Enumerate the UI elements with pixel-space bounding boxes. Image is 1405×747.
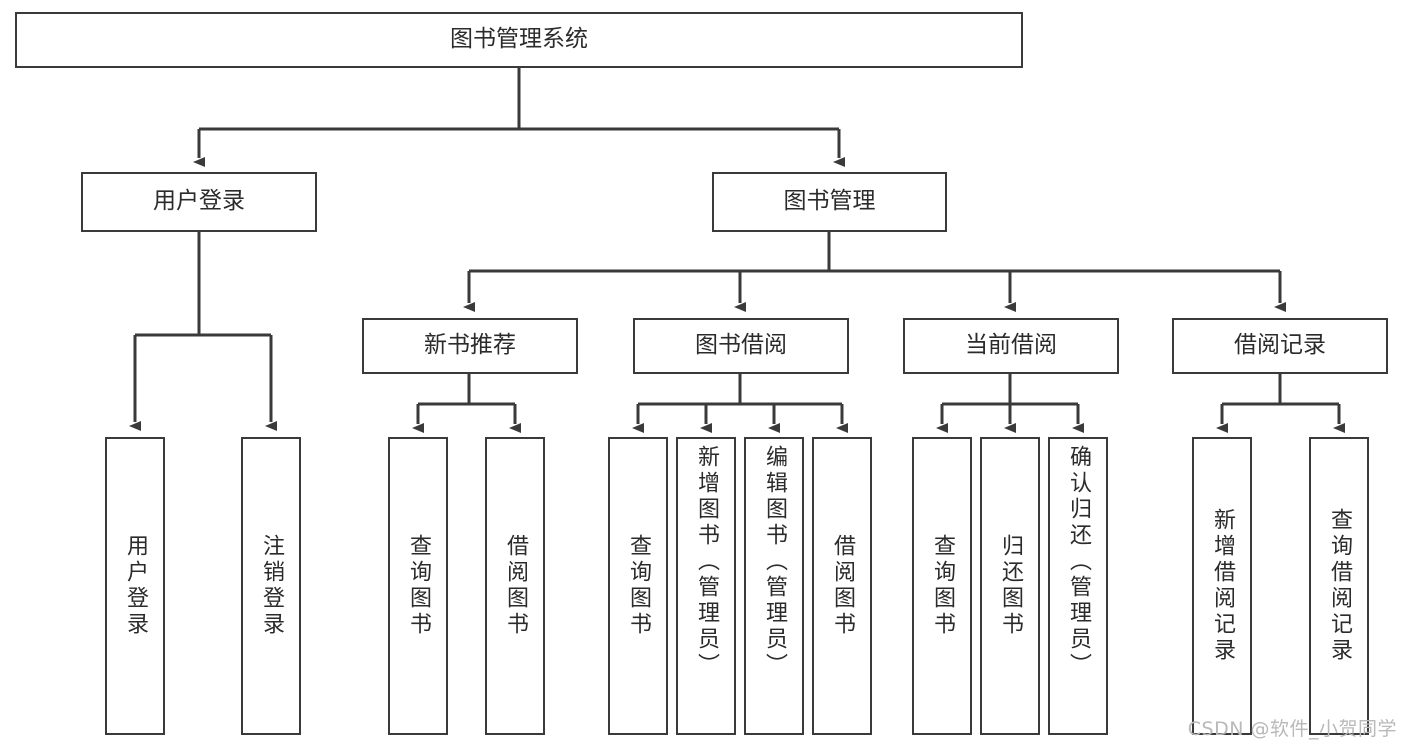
node-label: 借阅图书 xyxy=(830,534,855,638)
node-label: 查询图书 xyxy=(406,534,431,638)
leaf-logout-login[interactable]: 注销登录 xyxy=(241,437,301,735)
node-new-book-rec[interactable]: 新书推荐 xyxy=(362,318,578,374)
node-label: 查询图书 xyxy=(626,534,651,638)
leaf-add-borrow-record[interactable]: 新增借阅记录 xyxy=(1192,437,1252,735)
node-label: 查询图书 xyxy=(930,534,955,638)
node-current-borrow[interactable]: 当前借阅 xyxy=(903,318,1119,374)
node-root-system[interactable]: 图书管理系统 xyxy=(15,12,1023,68)
leaf-borrow-book-rec[interactable]: 借阅图书 xyxy=(485,437,545,735)
leaf-query-book-borrow[interactable]: 查询图书 xyxy=(608,437,668,735)
leaf-query-borrow-record[interactable]: 查询借阅记录 xyxy=(1309,437,1369,735)
node-borrow-record[interactable]: 借阅记录 xyxy=(1172,318,1388,374)
leaf-user-login[interactable]: 用户登录 xyxy=(105,437,165,735)
node-label: 确认归还（管理员） xyxy=(1066,445,1091,679)
node-label: 查询借阅记录 xyxy=(1327,508,1352,664)
node-label: 用户登录 xyxy=(153,188,245,215)
node-label: 图书管理 xyxy=(783,188,876,215)
node-label: 新增图书（管理员） xyxy=(694,445,719,679)
leaf-query-book-rec[interactable]: 查询图书 xyxy=(388,437,448,735)
leaf-query-book-current[interactable]: 查询图书 xyxy=(912,437,972,735)
node-label: 借阅图书 xyxy=(503,534,528,638)
node-label: 当前借阅 xyxy=(965,332,1057,359)
csdn-watermark: CSDN @软件_小贺同学 xyxy=(1187,718,1397,740)
node-book-borrow[interactable]: 图书借阅 xyxy=(633,318,849,374)
node-label: 图书管理系统 xyxy=(450,26,588,53)
leaf-edit-book[interactable]: 编辑图书（管理员） xyxy=(744,437,804,735)
leaf-add-book[interactable]: 新增图书（管理员） xyxy=(676,437,736,735)
node-user-login[interactable]: 用户登录 xyxy=(81,172,317,232)
node-label: 归还图书 xyxy=(998,534,1023,638)
node-label: 注销登录 xyxy=(259,534,284,638)
node-label: 借阅记录 xyxy=(1234,332,1326,359)
node-label: 图书借阅 xyxy=(695,332,787,359)
leaf-borrow-book[interactable]: 借阅图书 xyxy=(812,437,872,735)
node-book-manage[interactable]: 图书管理 xyxy=(712,172,947,232)
node-label: 新增借阅记录 xyxy=(1210,508,1235,664)
leaf-confirm-return[interactable]: 确认归还（管理员） xyxy=(1048,437,1108,735)
node-label: 新书推荐 xyxy=(424,332,516,359)
node-label: 编辑图书（管理员） xyxy=(762,445,787,679)
node-label: 用户登录 xyxy=(123,534,148,638)
leaf-return-book[interactable]: 归还图书 xyxy=(980,437,1040,735)
